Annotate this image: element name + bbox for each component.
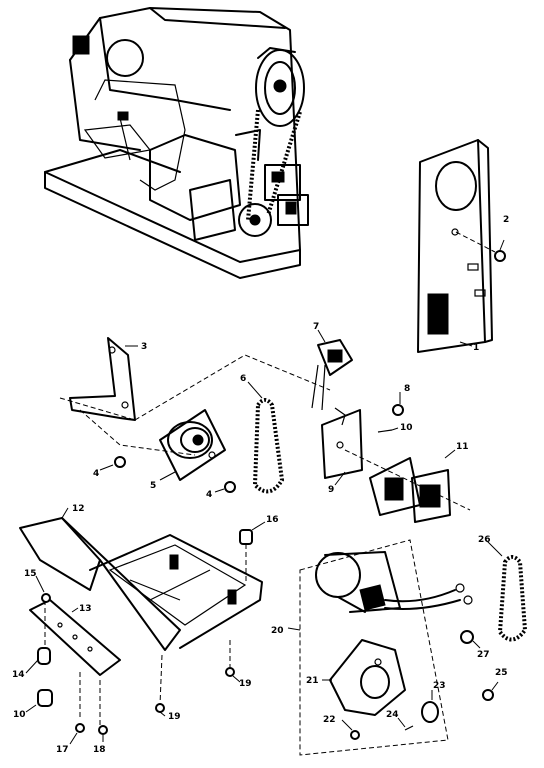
label-part-17: 17 (56, 745, 69, 755)
label-part-19-b: 19 (239, 679, 252, 689)
part-15-nut (35, 575, 51, 603)
label-part-6: 6 (240, 374, 246, 384)
part-8-screw (392, 392, 404, 416)
part-18-screw (98, 725, 108, 742)
label-part-21: 21 (306, 676, 319, 686)
label-part-4b: 4 (206, 490, 212, 500)
label-part-7: 7 (313, 322, 319, 332)
part-12-base-frame (19, 507, 263, 651)
label-part-13: 13 (79, 604, 92, 614)
label-part-10: 10 (13, 710, 26, 720)
part-2-screw (455, 231, 506, 262)
part-4-screw-a (99, 456, 126, 471)
part-22-screw (341, 719, 360, 740)
label-part-2: 2 (503, 215, 509, 225)
part-4-screw-b (214, 481, 236, 493)
part-6-belt (247, 381, 285, 494)
label-part-10-top: 10 (400, 423, 413, 433)
part-10-screw-top (377, 427, 399, 433)
label-part-15: 15 (24, 569, 37, 579)
label-part-14: 14 (12, 670, 25, 680)
label-part-24: 24 (386, 710, 399, 720)
part-5-pulley-assembly (159, 409, 226, 481)
part-16-bushing (239, 521, 266, 582)
label-part-11: 11 (456, 442, 469, 452)
label-part-12: 12 (72, 504, 85, 514)
part-14-foot (25, 647, 51, 674)
label-part-9: 9 (328, 485, 334, 495)
part-10-foot (25, 689, 53, 713)
label-part-18: 18 (93, 745, 106, 755)
label-part-3: 3 (141, 342, 147, 352)
part-19-foot-a (155, 703, 166, 717)
part-labels: 1 2 3 4 4 5 6 7 8 9 10 11 12 13 14 10 15… (12, 215, 509, 755)
label-part-27: 27 (477, 650, 490, 660)
label-part-26: 26 (478, 535, 491, 545)
part-7-switch (311, 329, 353, 411)
part-23-pulley (421, 690, 439, 723)
part-27-capacitor (460, 630, 481, 649)
label-part-8: 8 (404, 384, 410, 394)
label-part-22: 22 (323, 715, 336, 725)
part-20-motor-assembly (287, 539, 473, 756)
part-3-bracket (69, 337, 138, 421)
part-19-foot-b (225, 667, 241, 683)
part-9-motor-bracket (321, 407, 363, 486)
label-part-4a: 4 (93, 469, 99, 479)
label-part-23: 23 (433, 681, 446, 691)
part-11-control-module (344, 449, 471, 523)
sewing-machine-illustration (44, 7, 309, 279)
part-24-set-screw (397, 717, 414, 731)
part-1-side-cover (417, 139, 493, 353)
part-13-rail (29, 599, 121, 676)
part-21-motor-mount (322, 639, 406, 716)
label-part-20: 20 (271, 626, 284, 636)
label-part-16: 16 (266, 515, 279, 525)
part-25-screw (482, 681, 499, 701)
label-part-5: 5 (150, 481, 156, 491)
label-part-25: 25 (495, 668, 508, 678)
label-part-19-a: 19 (168, 712, 181, 722)
part-26-belt (485, 539, 528, 642)
part-17-screw (69, 723, 85, 745)
label-part-1: 1 (473, 343, 479, 353)
